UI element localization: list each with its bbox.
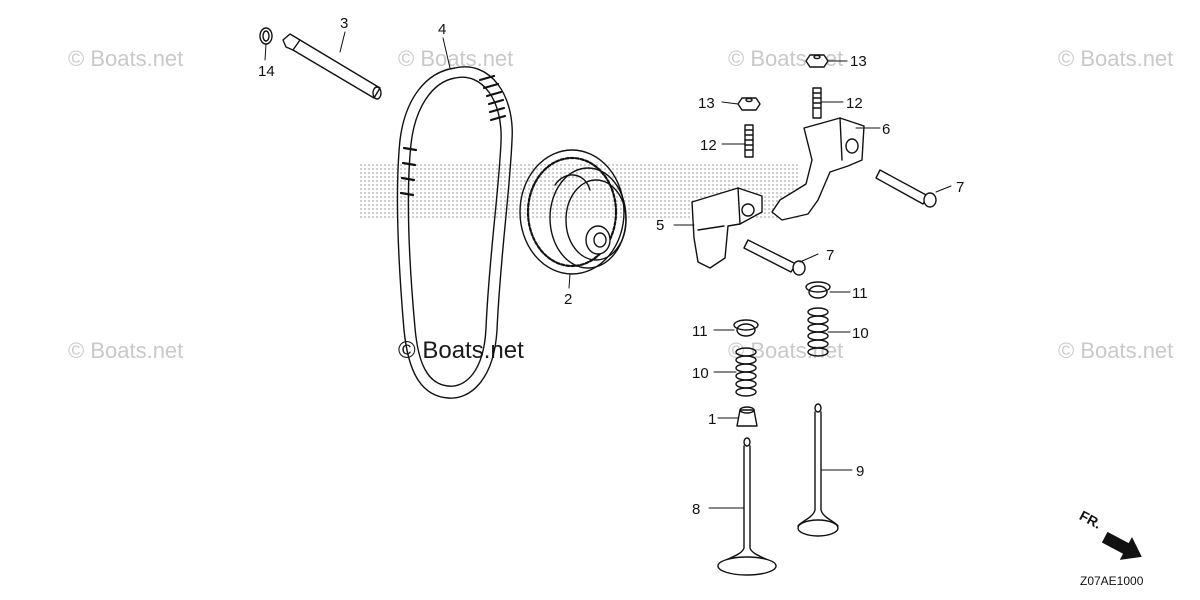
callout-10: 10 — [692, 365, 709, 382]
callout-13: 13 — [850, 53, 867, 70]
rocker-shaft-part — [875, 169, 937, 208]
watermark: © Boats.net — [728, 338, 844, 363]
direction-arrow-icon — [1101, 531, 1142, 560]
rocker-shaft-part — [743, 239, 806, 276]
cam-pulley-part — [519, 149, 627, 275]
callout-12: 12 — [846, 95, 863, 112]
lock-nut-part — [737, 97, 761, 111]
watermark: © Boats.net — [68, 46, 184, 71]
adjusting-screw-part — [744, 124, 754, 158]
callout-7: 7 — [956, 179, 964, 196]
watermark: © Boats.net — [1058, 46, 1174, 71]
callout-3: 3 — [340, 15, 348, 32]
callout-7: 7 — [826, 247, 834, 264]
leader-lines — [264, 31, 952, 509]
rocker-arm-part — [691, 187, 763, 269]
callout-2: 2 — [564, 291, 572, 308]
callout-8: 8 — [692, 501, 700, 518]
diagram-code: Z07AE1000 — [1080, 574, 1144, 588]
timing-belt-part — [396, 66, 513, 399]
adjusting-screw-part — [812, 87, 822, 119]
lock-nut-part — [805, 54, 829, 68]
spring-retainer-part — [805, 281, 831, 299]
exhaust-valve-part — [797, 403, 839, 537]
callout-10: 10 — [852, 325, 869, 342]
callout-4: 4 — [438, 21, 446, 38]
callout-6: 6 — [882, 121, 890, 138]
callout-12: 12 — [700, 137, 717, 154]
direction-label: FR. — [1077, 507, 1104, 532]
stem-seal-part — [736, 406, 758, 427]
spring-retainer-part — [733, 319, 759, 337]
valve-spring-part — [735, 347, 757, 397]
o-ring-part — [259, 27, 273, 45]
callout-13: 13 — [698, 95, 715, 112]
watermark: © Boats.net — [1058, 338, 1174, 363]
callout-labels: 3 4 14 2 5 6 7 7 13 12 13 12 11 11 10 10… — [258, 15, 964, 518]
camshaft-part — [282, 33, 382, 100]
rocker-arm-part — [771, 117, 865, 221]
callout-11: 11 — [692, 323, 708, 340]
callout-5: 5 — [656, 217, 664, 234]
watermark: © Boats.net — [398, 46, 514, 71]
intake-valve-part — [717, 437, 777, 576]
callout-1: 1 — [708, 411, 716, 428]
callout-14: 14 — [258, 63, 275, 80]
front-direction-indicator: FR. — [1077, 507, 1142, 560]
valve-spring-part — [807, 307, 829, 357]
callout-9: 9 — [856, 463, 864, 480]
watermark: © Boats.net — [68, 338, 184, 363]
callout-11: 11 — [852, 285, 868, 302]
